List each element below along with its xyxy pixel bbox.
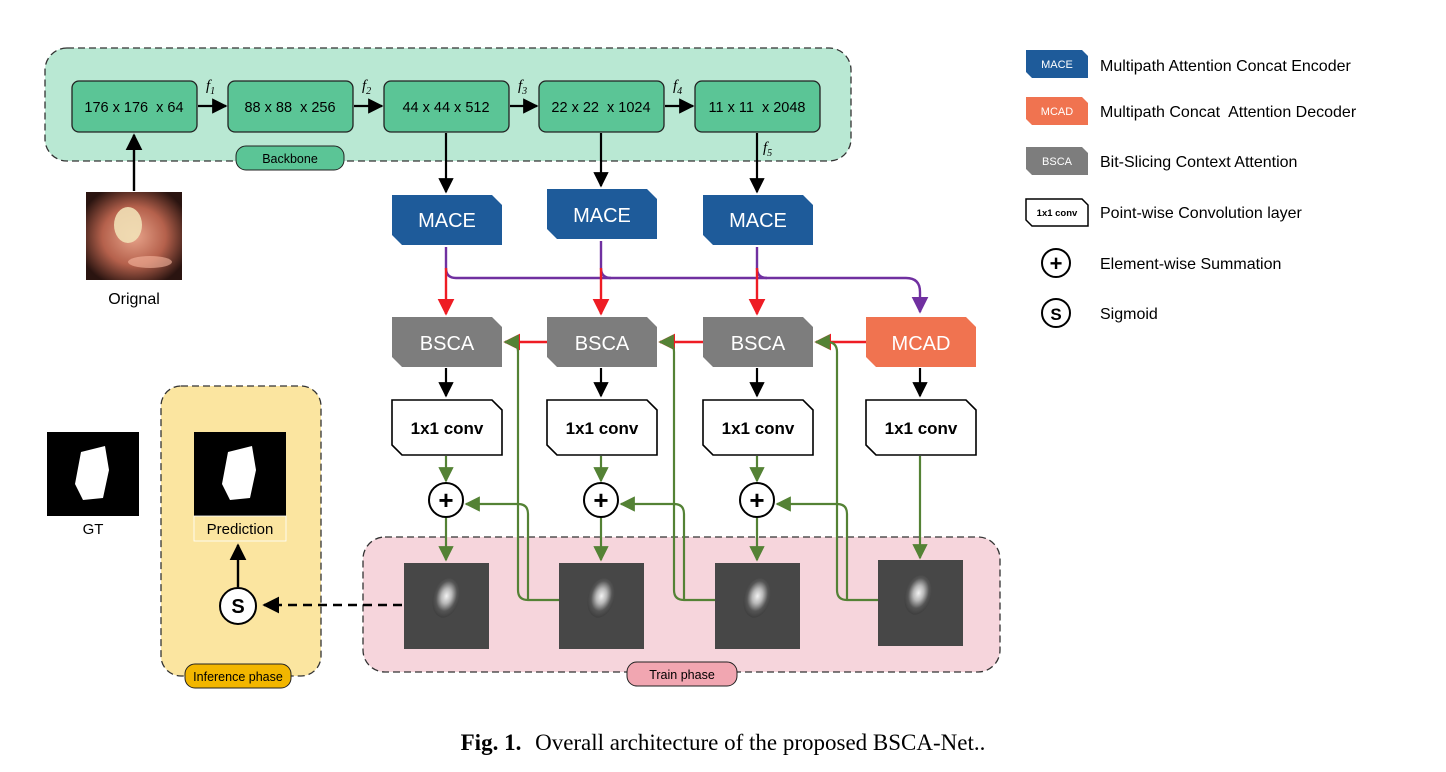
legend-sigmoid-symbol: S: [1050, 305, 1061, 324]
legend-bsca-text: Bit-Slicing Context Attention: [1100, 154, 1297, 171]
legend-conv-tag: 1x1 conv: [1037, 208, 1078, 219]
feature-labels: f1 f2 f3 f4 f5: [206, 78, 772, 159]
prediction-label-box: [193, 515, 287, 542]
sigmoid-circle-icon: [1041, 298, 1071, 328]
backbone-block-2-label: 88 x 88 x 256: [244, 100, 335, 116]
feature-label-f5: f5: [763, 140, 772, 159]
legend-mcad-tag: MCAD: [1041, 106, 1073, 118]
backbone-block-3: [383, 80, 510, 133]
backbone-block-2: [227, 80, 354, 133]
sum-node-1: [428, 482, 464, 518]
conv-blocks: 1x1 conv 1x1 conv 1x1 conv 1x1 conv: [391, 399, 977, 456]
backbone-block-1: [71, 80, 198, 133]
feature-label-f2: f2: [362, 78, 371, 97]
sum-node-2: [583, 482, 619, 518]
backbone-tag: [235, 145, 345, 171]
feature-label-f1: f1: [206, 78, 215, 97]
legend-sigmoid-text: Sigmoid: [1100, 306, 1158, 323]
inference-phase-tag-label: Inference phase: [193, 670, 283, 684]
legend-bsca-tag: BSCA: [1042, 156, 1073, 168]
mace-to-mcad-paths: [444, 241, 929, 314]
mace-block-1: [392, 195, 502, 245]
backbone-to-mace-arrows: [438, 133, 765, 194]
legend-conv-text: Point-wise Convolution layer: [1100, 205, 1303, 222]
legend-plus-symbol: +: [1050, 251, 1063, 276]
backbone-block-1-label: 176 x 176 x 64: [84, 100, 183, 116]
feedback-paths: [464, 334, 878, 602]
sum-to-map-arrows: [438, 518, 765, 562]
mace-to-bsca-arrows: [437, 268, 766, 316]
gt-image: [47, 432, 139, 516]
backbone-block-5: [694, 80, 821, 133]
legend: MACE Multipath Attention Concat Encoder …: [1025, 50, 1357, 328]
bsca-blocks: BSCA BSCA BSCA MCAD: [392, 317, 976, 367]
conv-block-1-label: 1x1 conv: [411, 419, 484, 438]
legend-plus-text: Element-wise Summation: [1100, 256, 1281, 273]
conv-to-sum-arrows: [438, 456, 765, 483]
sum-nodes: + + +: [428, 482, 775, 518]
prediction-map-4: [878, 560, 963, 646]
feature-label-f4: f4: [673, 78, 682, 97]
mcad-icon: [1026, 97, 1088, 125]
sum-node-3-symbol: +: [749, 485, 764, 515]
conv-block-3: [702, 399, 814, 456]
backbone-block-4: [538, 80, 665, 133]
mace-block-1-label: MACE: [418, 210, 476, 232]
prediction-image: [194, 432, 286, 516]
train-phase-tag: [626, 661, 738, 687]
inference-phase-tag: [184, 663, 292, 689]
sum-node-1-symbol: +: [438, 485, 453, 515]
conv-block-2: [546, 399, 658, 456]
bsca-to-conv-arrows: [438, 368, 928, 398]
conv-block-3-label: 1x1 conv: [722, 419, 795, 438]
legend-mcad-text: Multipath Concat Attention Decoder: [1100, 104, 1357, 121]
prediction-map-2: [559, 563, 644, 649]
conv-block-4-label: 1x1 conv: [885, 419, 958, 438]
backbone-tag-label: Backbone: [262, 152, 318, 166]
legend-mace-text: Multipath Attention Concat Encoder: [1100, 58, 1351, 75]
bsca-block-3-label: BSCA: [731, 333, 786, 355]
plus-circle-icon: [1041, 248, 1071, 278]
bsca-block-1: [392, 317, 502, 367]
bsca-block-2-label: BSCA: [575, 333, 630, 355]
bsca-block-3: [703, 317, 813, 367]
conv-block-2-label: 1x1 conv: [566, 419, 639, 438]
prediction-label: Prediction: [207, 521, 274, 538]
prediction-maps: [404, 560, 963, 649]
prediction-map-3: [715, 563, 800, 649]
mace-block-2-label: MACE: [573, 205, 631, 227]
mcad-block-label: MCAD: [892, 333, 951, 355]
conv-icon: [1025, 198, 1089, 227]
bsca-block-1-label: BSCA: [420, 333, 475, 355]
figure-caption-label: Fig. 1.: [461, 730, 522, 755]
backbone-block-3-label: 44 x 44 x 512: [402, 100, 489, 116]
feature-label-f3: f3: [518, 78, 527, 97]
original-image: [86, 192, 182, 280]
conv-block-1: [391, 399, 503, 456]
bsca-block-2: [547, 317, 657, 367]
mace-block-3: [703, 195, 813, 245]
mace-blocks: MACE MACE MACE: [392, 189, 813, 245]
sum-node-2-symbol: +: [593, 485, 608, 515]
figure-caption: Fig. 1. Overall architecture of the prop…: [461, 730, 986, 755]
sum-node-3: [739, 482, 775, 518]
mace-icon: [1026, 50, 1088, 78]
original-label: Orignal: [108, 291, 160, 308]
bsca-icon: [1026, 147, 1088, 175]
gt-label: GT: [83, 521, 104, 538]
backbone-block-5-label: 11 x 11 x 2048: [708, 100, 805, 116]
sigmoid-node-symbol: S: [231, 596, 244, 618]
prediction-map-1: [404, 563, 489, 649]
legend-mace-tag: MACE: [1041, 59, 1073, 71]
backbone-blocks: 176 x 176 x 64 88 x 88 x 256 44 x 44 x 5…: [71, 80, 821, 133]
sigmoid-node: [219, 587, 257, 625]
figure-caption-text: Overall architecture of the proposed BSC…: [535, 730, 985, 755]
backbone-block-4-label: 22 x 22 x 1024: [551, 100, 650, 116]
train-phase-tag-label: Train phase: [649, 668, 715, 682]
conv-block-4: [865, 399, 977, 456]
mace-block-3-label: MACE: [729, 210, 787, 232]
mcad-block: [866, 317, 976, 367]
mace-block-2: [547, 189, 657, 239]
